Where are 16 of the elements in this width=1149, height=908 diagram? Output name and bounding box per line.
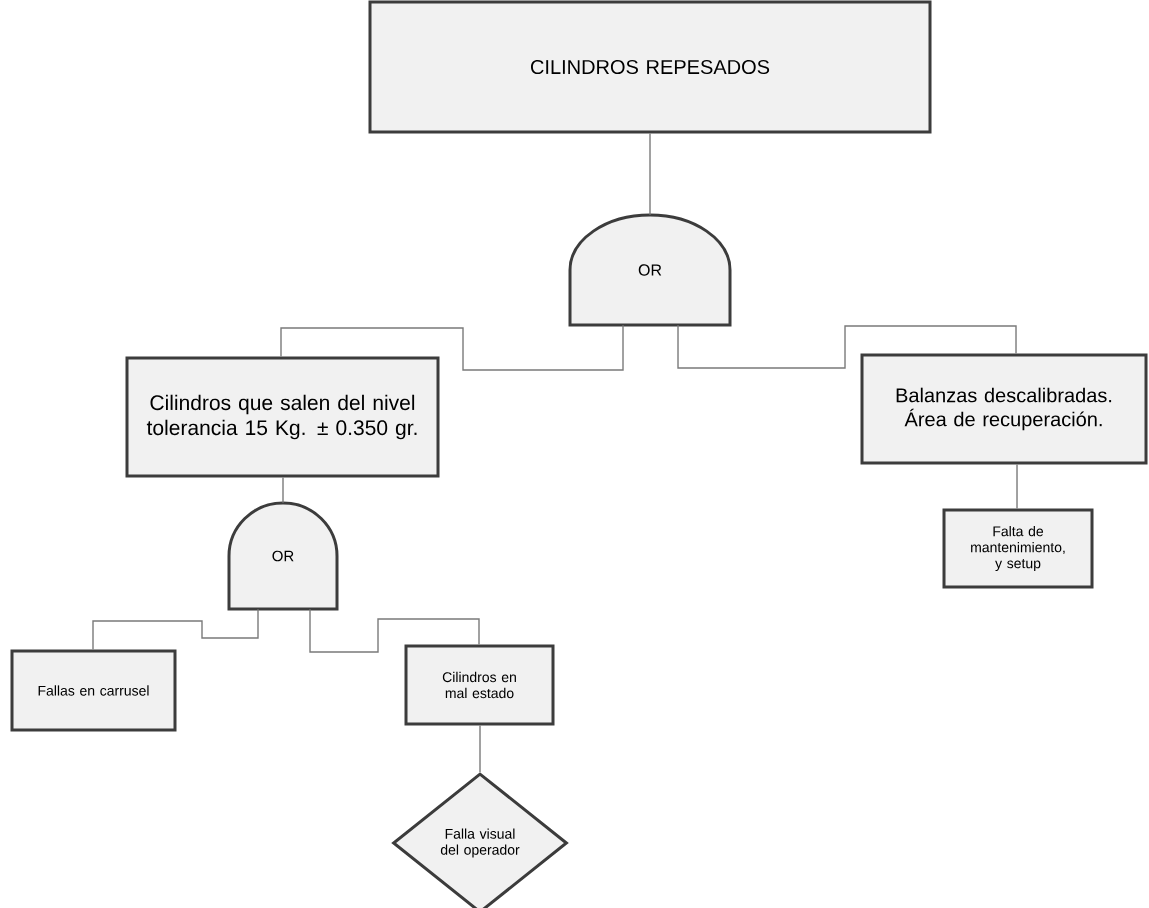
connector-line (92, 608, 259, 651)
connector-line (1016, 463, 1018, 510)
connector-line (677, 324, 1017, 369)
or-gate: OR (568, 213, 732, 327)
connector-line (282, 476, 284, 504)
event-box: Falta de mantenimiento, y setup (942, 508, 1094, 589)
connector-line (649, 132, 651, 216)
connector-line (309, 608, 480, 653)
event-box: Fallas en carrusel (10, 649, 177, 732)
event-box: Balanzas descalibradas. Área de recuperación. (860, 353, 1148, 465)
connector-line (479, 724, 481, 773)
event-box: CILINDROS REPESADOS (368, 0, 932, 134)
or-gate: OR (227, 501, 339, 611)
event-box: Cilindros que salen del nivel tolerancia 15 Kg. ± 0.350 gr. (125, 356, 440, 478)
event-box: Cilindros en mal estado (404, 644, 555, 726)
connector-line (280, 324, 624, 371)
